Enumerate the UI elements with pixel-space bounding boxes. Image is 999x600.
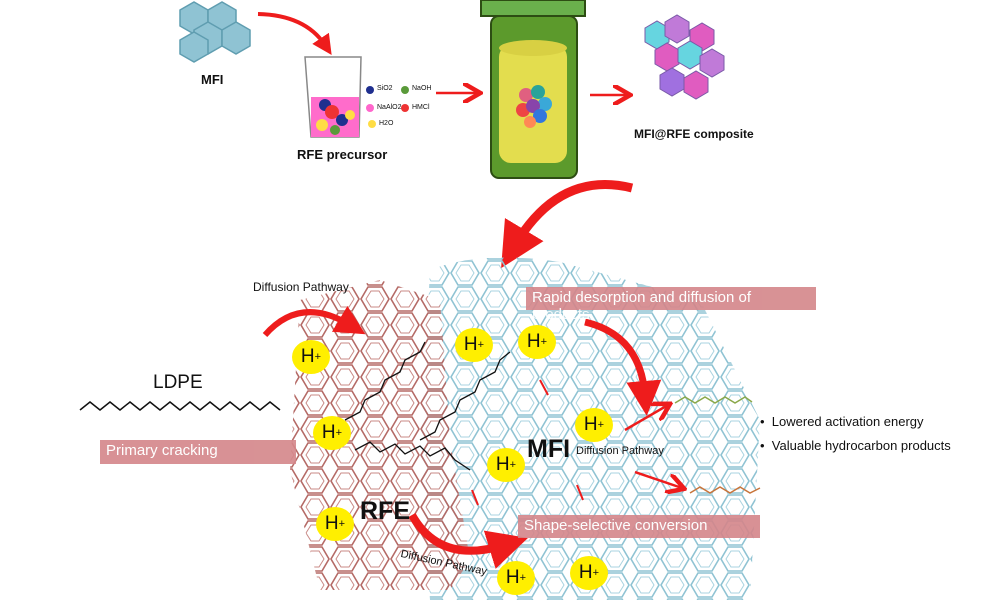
- legend-sio2: SiO2: [377, 85, 393, 92]
- mfi-crystal-icon: [179, 1, 251, 63]
- legend-h2o: H2O: [379, 120, 394, 127]
- bullet-item: • Valuable hydrocarbon products: [760, 438, 951, 453]
- composite-crystal-icon: [644, 14, 725, 100]
- product-chain-green: [674, 396, 753, 404]
- beaker-icon: [304, 56, 362, 138]
- polymer-chain: [354, 441, 471, 471]
- diffusion-pathway-label: Diffusion Pathway: [576, 445, 664, 457]
- proton-site: H+: [497, 561, 535, 595]
- legend-naoh: NaOH: [412, 85, 432, 92]
- rapid-desorption-box: Rapid desorption and diffusion of produc…: [526, 287, 816, 323]
- legend-naalo2: NaAlO2: [377, 104, 402, 111]
- bullet-text: Valuable hydrocarbon products: [771, 438, 951, 453]
- polymer-chain: [419, 351, 511, 441]
- arrow-mfi-to-precursor: [257, 12, 332, 55]
- bullet-text: Lowered activation energy: [771, 414, 924, 429]
- polymer-chain: [344, 341, 426, 421]
- shape-selective-box: Shape-selective conversion: [518, 515, 760, 538]
- product-chain-orange: [689, 486, 761, 494]
- legend-hmcl: HMCl: [412, 104, 430, 111]
- arrow-desorption: [584, 318, 662, 416]
- proton-site: H+: [316, 507, 354, 541]
- mfi-label: MFI: [201, 72, 224, 87]
- proton-site: H+: [455, 328, 493, 362]
- arrow-diffusion-rfe: [262, 305, 366, 338]
- proton-site: H+: [313, 416, 351, 450]
- rfe-framework-label: RFE: [360, 497, 410, 525]
- arrow-shape-selective: [408, 512, 528, 569]
- precursor-label: RFE precursor: [297, 147, 388, 162]
- composite-label: MFI@RFE composite: [634, 127, 754, 141]
- mfi-framework-label: MFI: [527, 435, 571, 463]
- reactor-icon: [480, 0, 586, 179]
- primary-cracking-box: Primary cracking: [100, 440, 296, 464]
- proton-site: H+: [518, 325, 556, 359]
- bullet-item: • Lowered activation energy: [760, 414, 924, 429]
- arrow-product-2: [634, 470, 682, 488]
- proton-site: H+: [570, 556, 608, 590]
- proton-site: H+: [292, 340, 330, 374]
- proton-site: H+: [487, 448, 525, 482]
- ldpe-label: LDPE: [153, 372, 203, 393]
- diffusion-pathway-label: Diffusion Pathway: [253, 280, 349, 294]
- ldpe-chain: [79, 401, 281, 411]
- proton-site: H+: [575, 408, 613, 442]
- arrow-to-catalysis: [501, 180, 634, 269]
- precursor-legend: [366, 86, 409, 128]
- arrow-product-1: [624, 405, 668, 432]
